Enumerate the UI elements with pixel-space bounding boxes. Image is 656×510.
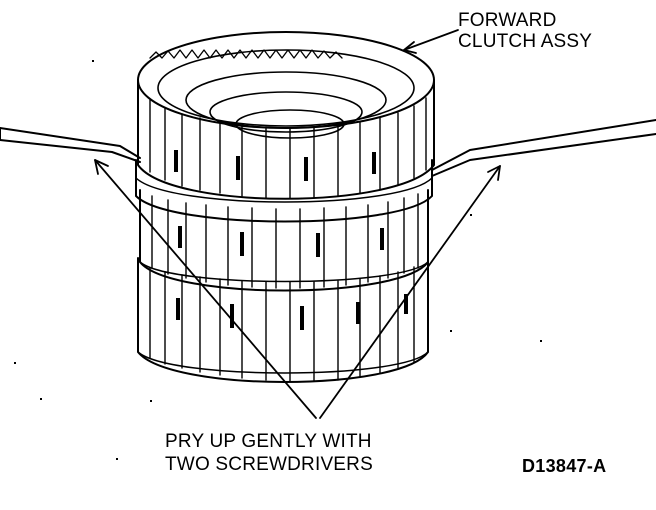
forward-clutch-leader [403,29,459,54]
right-screwdriver [431,119,656,177]
scan-specks [14,60,542,460]
figure-id: D13847-A [522,456,607,476]
pry-instruction-line-1: PRY UP GENTLY WITH [165,431,372,452]
left-screwdriver [0,127,141,163]
forward-clutch-label: FORWARD CLUTCH ASSY [458,10,592,52]
forward-clutch-label-line-1: FORWARD [458,10,557,31]
forward-clutch-drum [137,31,435,200]
pry-instruction-label: PRY UP GENTLY WITH TWO SCREWDRIVERS [165,430,373,476]
pry-instruction-line-2: TWO SCREWDRIVERS [165,454,373,475]
lower-drum [137,257,429,383]
snap-ring-band [135,159,433,223]
forward-clutch-label-line-2: CLUTCH ASSY [458,31,593,52]
pry-instruction-leaders [94,159,501,419]
middle-drum [139,189,429,292]
